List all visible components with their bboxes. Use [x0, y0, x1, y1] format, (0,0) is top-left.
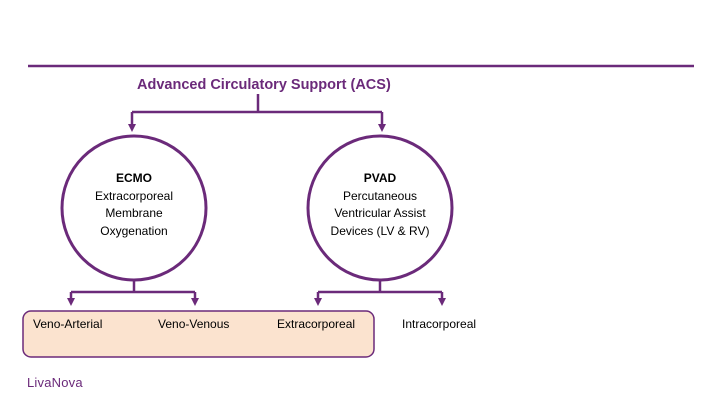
highlight-box	[22, 310, 375, 358]
pvad-line-3: Devices (LV & RV)	[330, 223, 430, 238]
ecmo-node-label: ECMO Extracorporeal Membrane Oxygenation	[66, 170, 202, 240]
leaf-veno-venous: Veno-Venous	[158, 317, 230, 331]
pvad-line-2: Ventricular Assist	[334, 206, 426, 220]
pvad-node-label: PVAD Percutaneous Ventricular Assist Dev…	[312, 170, 448, 240]
leaf-intracorporeal: Intracorporeal	[402, 317, 477, 331]
pvad-line-1: Percutaneous	[342, 188, 418, 203]
ecmo-heading: ECMO	[116, 171, 152, 185]
leaf-veno-arterial: Veno-Arterial	[33, 317, 103, 331]
leaf-extracorporeal: Extracorporeal	[277, 317, 356, 331]
ecmo-line-1: Extracorporeal	[94, 188, 174, 203]
ecmo-line-2: Membrane	[105, 206, 163, 220]
diagram-title: Advanced Circulatory Support (ACS)	[137, 77, 391, 93]
pvad-heading: PVAD	[363, 171, 397, 185]
ecmo-line-3: Oxygenation	[100, 223, 168, 238]
livanova-logo: LivaNova	[27, 375, 83, 390]
